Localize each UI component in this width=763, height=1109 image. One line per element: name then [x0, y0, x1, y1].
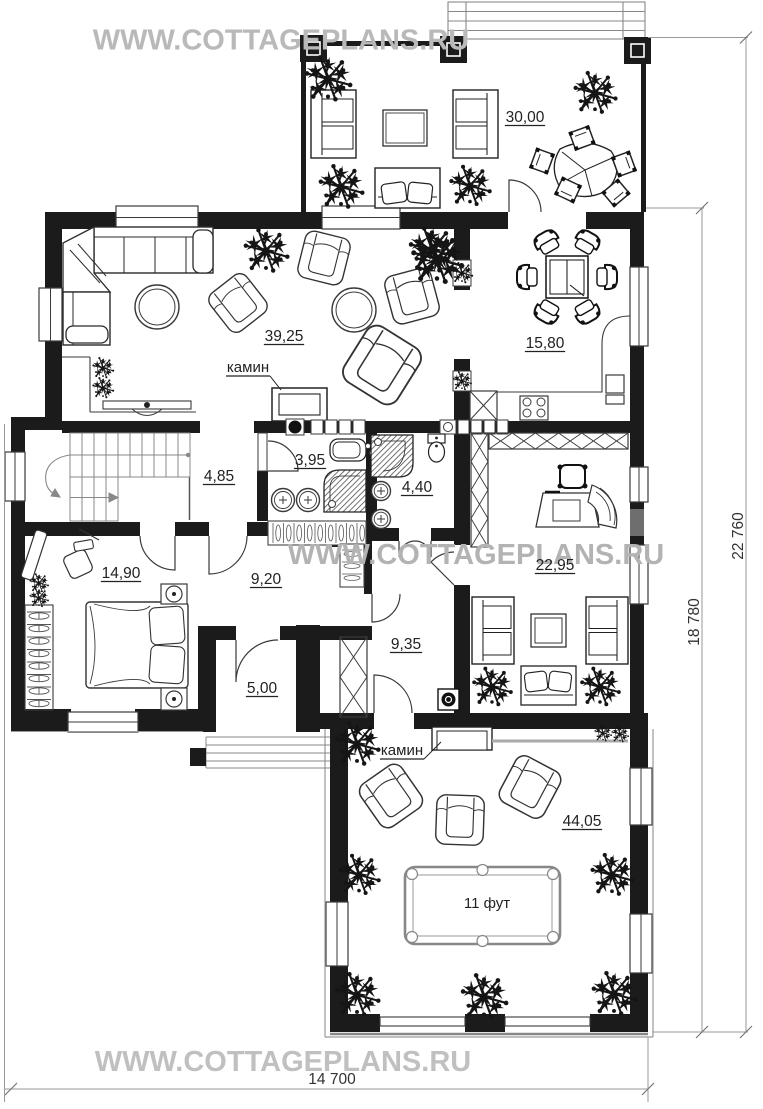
- svg-text:5,00: 5,00: [247, 680, 278, 697]
- svg-text:18 780: 18 780: [686, 598, 703, 646]
- svg-text:WWW.COTTAGEPLANS.RU: WWW.COTTAGEPLANS.RU: [95, 1046, 471, 1078]
- svg-text:15,80: 15,80: [526, 335, 565, 352]
- svg-text:22 760: 22 760: [730, 512, 747, 560]
- svg-text:14,90: 14,90: [102, 565, 141, 582]
- svg-text:11 фут: 11 фут: [464, 895, 510, 912]
- svg-text:44,05: 44,05: [563, 813, 602, 830]
- svg-text:14 700: 14 700: [308, 1071, 356, 1088]
- svg-text:камин: камин: [381, 742, 423, 759]
- svg-text:WWW.COTTAGEPLANS.RU: WWW.COTTAGEPLANS.RU: [288, 539, 664, 571]
- svg-text:WWW.COTTAGEPLANS.RU: WWW.COTTAGEPLANS.RU: [93, 25, 469, 57]
- svg-text:22,95: 22,95: [536, 557, 575, 574]
- svg-text:4,85: 4,85: [204, 468, 234, 485]
- svg-text:камин: камин: [227, 359, 269, 376]
- svg-text:4,40: 4,40: [402, 479, 433, 496]
- svg-text:30,00: 30,00: [506, 109, 545, 126]
- svg-text:3,95: 3,95: [295, 452, 325, 469]
- svg-text:9,20: 9,20: [251, 571, 282, 588]
- svg-text:39,25: 39,25: [265, 328, 304, 345]
- svg-text:9,35: 9,35: [391, 636, 421, 653]
